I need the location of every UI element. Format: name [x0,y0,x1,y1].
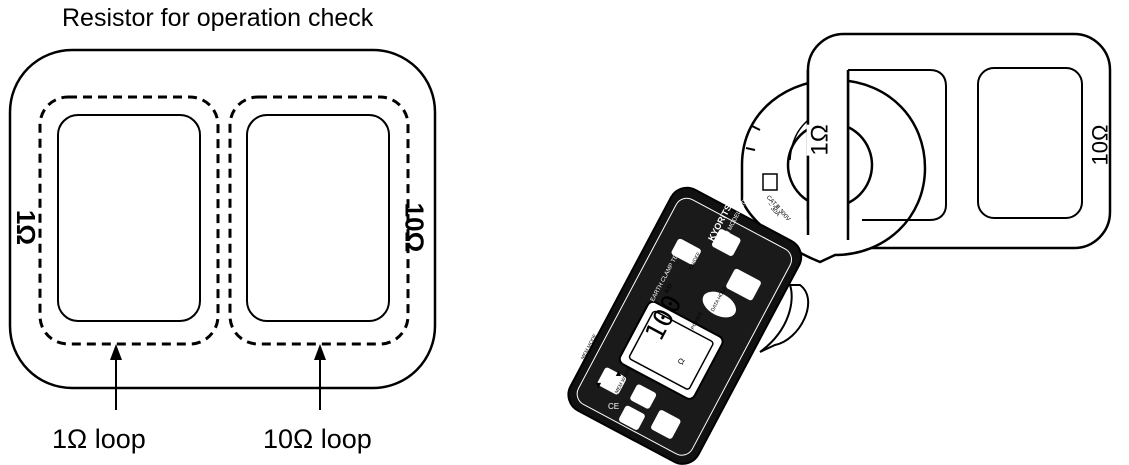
loop-10ohm-dashed [228,95,410,346]
clamp-trigger [759,284,810,353]
lcd-screen [628,310,714,390]
btn-data-hold-label: DATA HOLD [710,285,729,313]
btn-up [630,384,657,409]
ce-mark: CE [608,402,620,411]
tester-body-group [567,186,803,465]
arrow-10ohm-head [314,344,326,360]
right-cutout-10ohm [977,67,1083,219]
jaw-tick-1 [751,125,761,131]
right-cutout-1ohm [848,69,947,221]
arrow-1ohm-head [110,344,122,360]
btn-up-label: ▲ [614,368,623,378]
btn-mem-mode-label: MEM MODE [580,333,599,361]
btn-down-label: ▼ [594,380,603,390]
jaw-warning-box [762,173,778,191]
cutout-right [246,114,390,322]
diagram-title: Resistor for operation check [62,4,374,32]
lcd-unit: Ω [676,356,687,367]
btn-down [619,405,645,430]
jaw-tick-2 [745,147,756,151]
btn-range-label: A/Ω [664,283,675,295]
btn-top [712,229,741,256]
btn-mem-write [651,410,681,439]
lcd-value: 100 [640,290,689,347]
btn-top-label: ON/OFF [688,251,703,271]
cutout-left [57,114,201,322]
btn-data-hold [726,268,761,301]
btn-power-label: POWER [690,311,705,331]
btn-range [671,238,701,265]
loop-1ohm-dashed [38,95,220,346]
btn-mem-mode [597,367,627,395]
loop-1ohm-label: 1Ω loop [52,424,146,454]
btn-power [702,291,737,318]
loop-10ohm-label: 10Ω loop [263,424,372,454]
